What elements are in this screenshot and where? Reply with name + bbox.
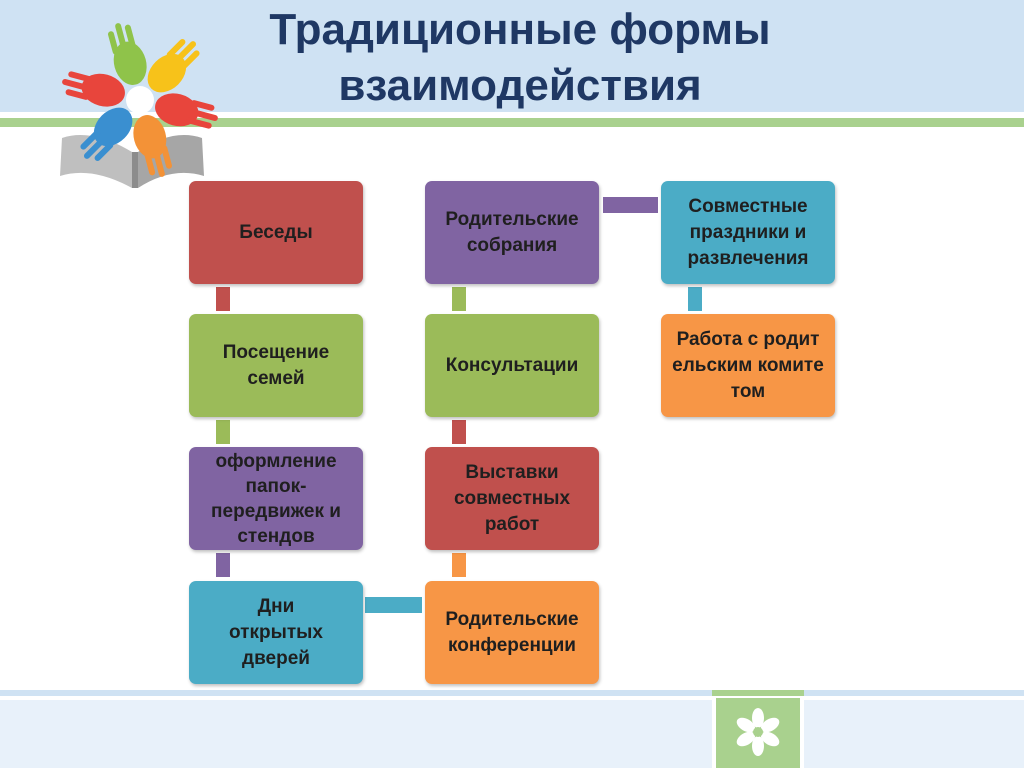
node-oformlenie: оформление папок-передвижек и стендов — [189, 447, 363, 550]
header-divider — [0, 112, 1024, 118]
node-roditelskii-komitet: Работа с родительским комитетом — [661, 314, 835, 417]
connector-sobraniya-prazdniki — [603, 197, 658, 213]
node-sobraniya-label: Родительские собрания — [445, 208, 579, 256]
node-vystavki: Выставки совместных работ — [425, 447, 599, 550]
node-poseshchenie-label: Посещение семей — [222, 341, 330, 389]
node-konferencii-label: Родительские конференции — [445, 608, 579, 656]
node-roditelskie-sobraniya: Родительские собрания — [425, 181, 599, 284]
connector-konsultacii-vystavki — [452, 420, 466, 444]
node-komitet-label: Работа с родительским комитетом — [672, 328, 824, 402]
connector-dni-konferencii — [365, 597, 422, 613]
white-hands-flower-icon — [736, 708, 780, 756]
connector-vystavki-konferencii — [452, 553, 466, 577]
colorful-hands-logo-icon — [60, 23, 218, 188]
node-konsultacii-label: Консультации — [445, 354, 579, 376]
footer-line — [0, 690, 1024, 696]
node-besedy: Беседы — [189, 181, 363, 284]
connector-sobraniya-konsultacii — [452, 287, 466, 311]
node-dni-otkrytyh-dverei: Дни открытых дверей — [189, 581, 363, 684]
connector-oformlenie-dni — [216, 553, 230, 577]
connector-poseshchenie-oformlenie — [216, 420, 230, 444]
node-konsultacii: Консультации — [425, 314, 599, 417]
title-line-2: взаимодействия — [338, 61, 702, 110]
title-line-1: Традиционные формы — [269, 5, 771, 54]
footer-box-accent — [712, 690, 804, 696]
connector-besedy-poseshchenie — [216, 287, 230, 311]
node-prazdniki-label: Совместные праздники и развлечения — [687, 195, 809, 269]
node-roditelskie-konferencii: Родительские конференции — [425, 581, 599, 684]
node-besedy-label: Беседы — [239, 221, 313, 243]
node-poseshchenie-semei: Посещение семей — [189, 314, 363, 417]
slide-title: Традиционные формы взаимодействия — [150, 2, 890, 114]
node-vystavki-label: Выставки совместных работ — [453, 461, 571, 535]
connector-prazdniki-komitet — [688, 287, 702, 311]
node-sovmestnye-prazdniki: Совместные праздники и развлечения — [661, 181, 835, 284]
node-oformlenie-label: оформление папок-передвижек и стендов — [211, 450, 341, 547]
footer-band — [0, 700, 1024, 768]
node-dni-label: Дни открытых дверей — [229, 595, 323, 669]
header-accent-line — [0, 118, 1024, 127]
